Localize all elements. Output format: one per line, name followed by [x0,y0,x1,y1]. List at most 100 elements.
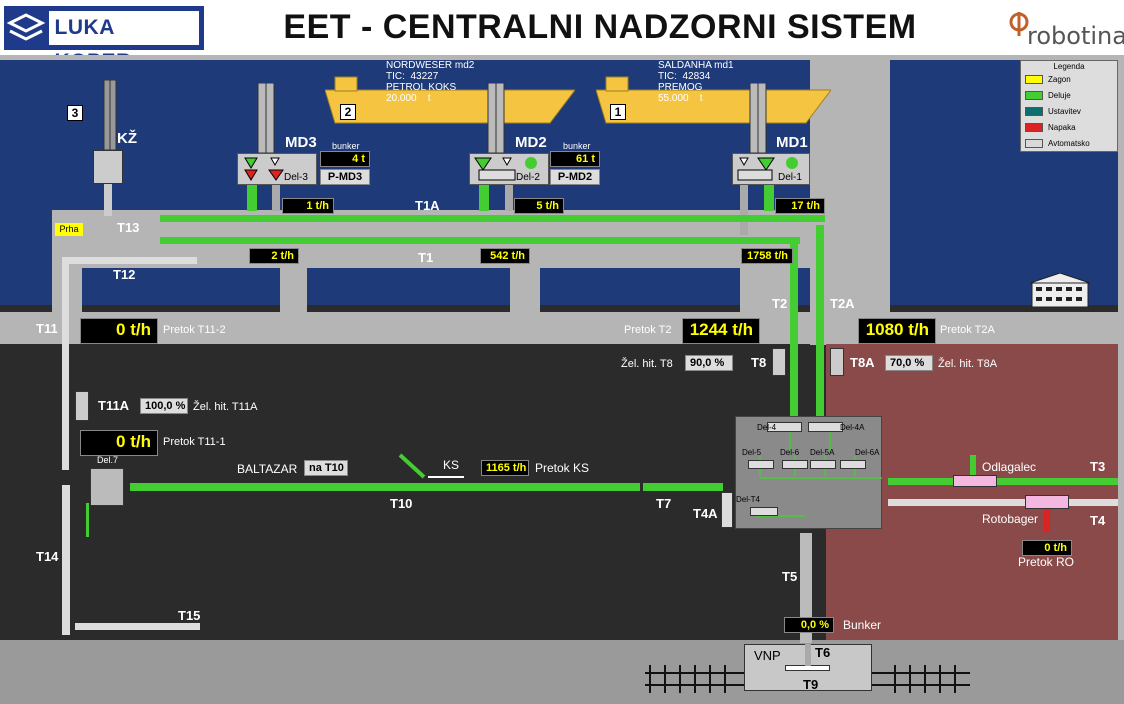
hub-del4a-gate[interactable] [808,422,843,432]
legend-title: Legenda [1053,62,1085,71]
md1-valve-icons [737,157,798,181]
conveyor-t3[interactable] [888,478,1118,485]
ship-1-number: 1 [610,104,626,120]
t8a-gate[interactable] [830,348,844,376]
legend-item: Deluje [1021,87,1117,103]
legend: Legenda Zagon Deluje Ustavitev Napaka Av… [1020,60,1118,152]
logo-text: LUKA KOPER [48,11,199,73]
odlagalec-unit[interactable] [953,475,997,487]
kz-hopper[interactable] [93,150,123,184]
p-md2-button[interactable]: P-MD2 [550,169,600,185]
md2-chute-2 [505,185,513,211]
pretok-t2-label: Pretok T2 [624,324,672,336]
p-md3-button[interactable]: P-MD3 [320,169,370,185]
hub-del6-gate[interactable] [782,460,808,469]
label-t2: T2 [772,296,788,311]
pretok-ks-label: Pretok KS [535,461,590,475]
conveyor-t11[interactable] [62,264,69,470]
hub-del5a-label: Del-5A [810,448,835,457]
luka-koper-emblem-icon [4,6,49,50]
md2-label: MD2 [515,134,547,151]
hub-del4a-label: Del-4A [840,423,865,432]
building-icon [1030,273,1090,308]
robotina-logo-text: robotina [1027,22,1124,50]
kz-chute [104,184,112,216]
md2-bunker-label: bunker [563,141,591,151]
luka-koper-logo: LUKA KOPER [4,6,204,73]
conveyor-t12[interactable] [62,257,197,264]
t8a-setpoint-value[interactable]: 70,0 % [885,355,933,371]
t11a-setpoint-value[interactable]: 100,0 % [140,398,188,414]
hub-delt4-gate[interactable] [750,507,778,516]
t4a-gate[interactable] [721,492,733,528]
vnp-chute [805,644,811,666]
label-t15: T15 [178,608,201,623]
bunker-label: Bunker [843,618,882,632]
t8-setpoint-value[interactable]: 90,0 % [685,355,733,371]
conveyor-t15[interactable] [75,623,200,630]
md2-del-label: Del-2 [516,172,540,183]
label-t5: T5 [782,569,798,584]
t11a-gate[interactable] [75,391,89,421]
rotobager-unit[interactable] [1025,495,1069,509]
legend-label: Avtomatsko [1048,138,1090,148]
legend-label: Zagon [1048,74,1071,84]
md2-rate: 5 t/h [514,198,564,214]
hub-del5a-gate[interactable] [810,460,836,469]
conveyor-t14[interactable] [62,485,70,635]
md3-crane-tower [257,83,275,154]
pretok-t2a-value: 1080 t/h [858,318,936,344]
hub-del4-gate[interactable] [767,422,802,432]
na-t10-button[interactable]: na T10 [304,460,348,476]
conveyor-t1[interactable] [160,237,800,244]
legend-label: Deluje [1048,90,1071,100]
ks-label: KS [443,458,460,472]
md1-label: MD1 [776,134,808,151]
del7-chute [86,503,89,537]
baltazar-label: BALTAZAR [237,462,298,476]
label-t12: T12 [113,267,136,282]
label-t8: T8 [751,355,767,370]
ship-1[interactable] [596,75,831,125]
md3-bunker-value: 4 t [320,151,370,167]
conveyor-t1a[interactable] [160,215,825,222]
ks-scale-icon [398,453,464,479]
label-t14: T14 [36,549,59,564]
hub-del6a-gate[interactable] [840,460,866,469]
label-t1: T1 [418,250,434,265]
prha-badge[interactable]: Prha [55,223,83,236]
md3-chute [247,185,257,211]
hub-delt4-label: Del-T4 [736,495,761,504]
label-t7: T7 [656,496,672,511]
del7-label: Del.7 [97,455,119,465]
md2-chute [479,185,489,211]
robotina-logo: robotina [1005,6,1124,50]
conveyor-t7[interactable] [643,483,723,491]
t1-md3-rate: 2 t/h [249,248,299,264]
conveyor-t5[interactable] [800,533,812,643]
md2-crane-tower [487,83,505,154]
conveyor-t2a[interactable] [816,225,824,416]
rotobager-arm [1044,509,1050,531]
label-t3: T3 [1090,459,1106,474]
legend-swatch [1025,106,1043,116]
del7-unit[interactable] [90,468,124,506]
md2-valve-icons [474,157,537,181]
label-t9: T9 [803,677,819,692]
plant-scene: 2 1 3 NORDWESER md2 TIC: 43227 PETROL KO… [0,55,1124,704]
pretok-t11-2-value: 0 t/h [80,318,158,344]
ship-2-info: NORDWESER md2 TIC: 43227 PETROL KOKS 20.… [386,60,475,104]
conveyor-t10[interactable] [130,483,640,491]
conveyor-t2[interactable] [790,244,798,416]
t8-gate[interactable] [772,348,786,376]
odlagalec-label: Odlagalec [982,460,1037,474]
legend-item: Napaka [1021,119,1117,135]
ship-3-number: 3 [67,105,83,121]
pretok-t2-value: 1244 t/h [682,318,760,344]
hub-del5-gate[interactable] [748,460,774,469]
md1-chute-2 [740,185,748,235]
label-t6: T6 [815,645,831,660]
pretok-t11-1-value: 0 t/h [80,430,158,456]
t1-md2-rate: 542 t/h [480,248,530,264]
conveyor-t4[interactable] [888,499,1118,506]
